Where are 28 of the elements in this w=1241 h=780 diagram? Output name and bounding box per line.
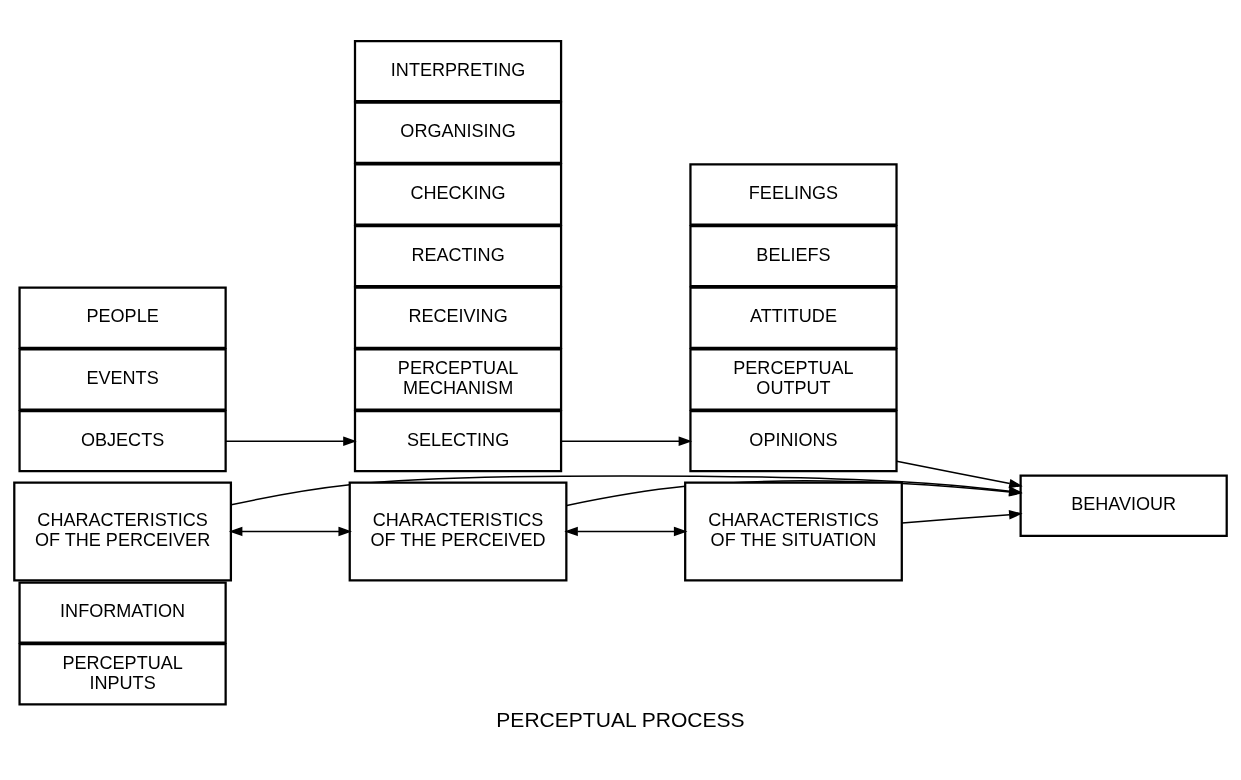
arrow xyxy=(560,436,693,446)
node-box: BELIEFS xyxy=(689,224,898,288)
node-box: CHARACTERISTICS OF THE PERCEIVER xyxy=(13,481,233,582)
node-box: RECEIVING xyxy=(353,286,563,349)
node-box: EVENTS xyxy=(18,348,227,411)
arrow xyxy=(901,509,1023,524)
node-box: REACTING xyxy=(353,224,563,288)
node-box: PERCEPTUAL INPUTS xyxy=(18,643,227,706)
node-box: INFORMATION xyxy=(18,581,227,644)
node-box: SELECTING xyxy=(353,409,563,473)
node-box: CHARACTERISTICS OF THE PERCEIVED xyxy=(348,481,568,582)
node-box: CHECKING xyxy=(353,163,563,226)
caption: PERCEPTUAL PROCESS xyxy=(496,708,745,732)
node-box: FEELINGS xyxy=(689,163,898,226)
arrow xyxy=(228,526,352,537)
arrow xyxy=(224,436,357,446)
node-box: PERCEPTUAL OUTPUT xyxy=(689,348,898,411)
node-box: OPINIONS xyxy=(689,409,898,473)
node-box: OBJECTS xyxy=(18,409,227,473)
node-box: ORGANISING xyxy=(353,101,563,164)
node-box: PERCEPTUAL MECHANISM xyxy=(353,348,563,411)
arrow xyxy=(895,460,1023,489)
arrow xyxy=(564,526,688,537)
node-box: PEOPLE xyxy=(18,286,227,349)
node-box: BEHAVIOUR xyxy=(1019,474,1228,538)
node-box: INTERPRETING xyxy=(353,39,563,103)
node-box: ATTITUDE xyxy=(689,286,898,349)
node-box: CHARACTERISTICS OF THE SITUATION xyxy=(684,481,903,582)
